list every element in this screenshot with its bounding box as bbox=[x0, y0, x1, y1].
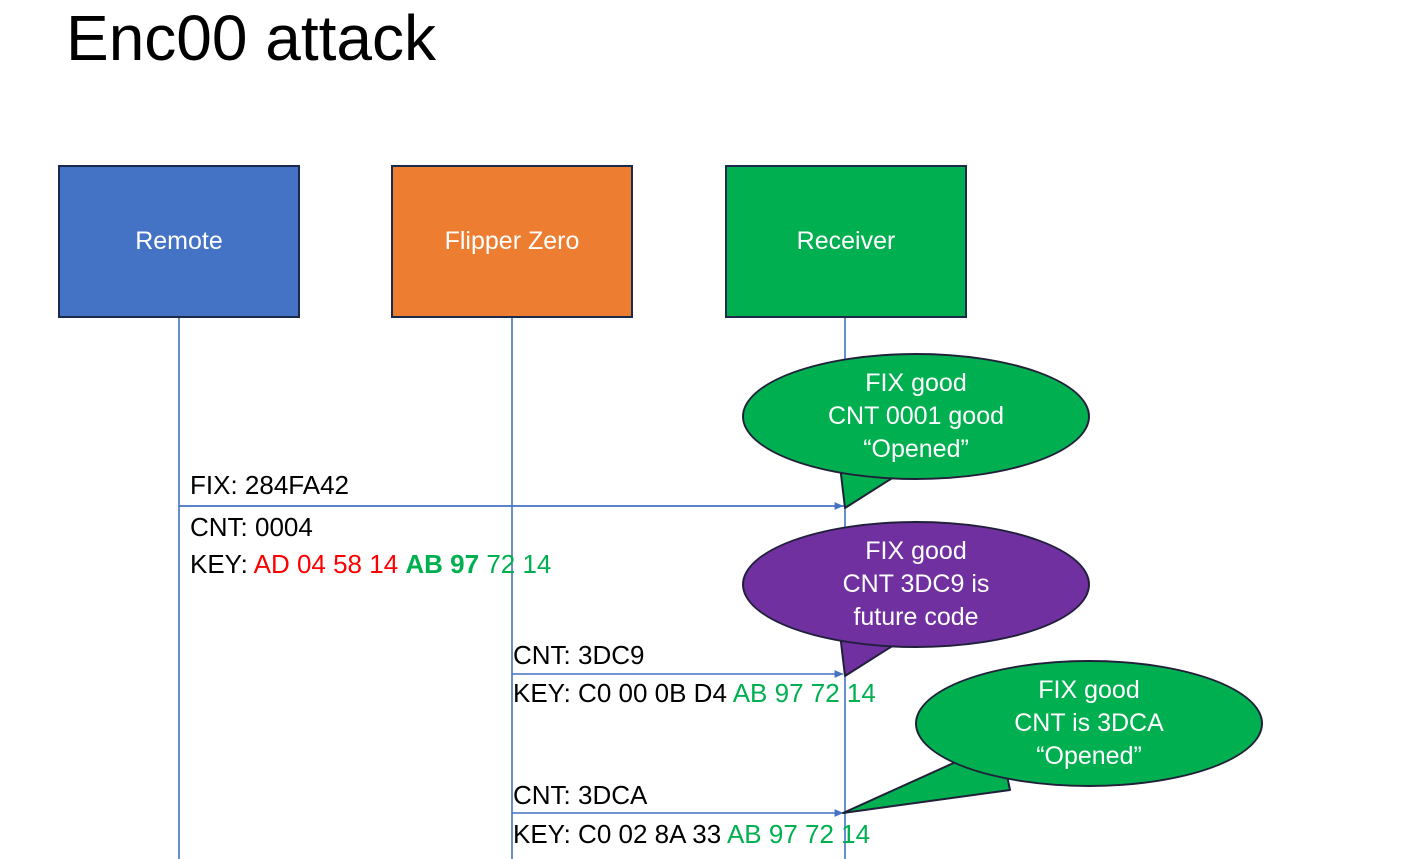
message-1-key-red-bytes: AD 04 58 14 bbox=[253, 549, 399, 579]
bubble-3-line-1: FIX good bbox=[1038, 676, 1140, 704]
message-2-key-green-bytes: AB 97 72 14 bbox=[732, 678, 876, 708]
message-2-key-prefix: KEY: C0 00 0B D4 bbox=[513, 678, 733, 708]
message-1-key-green-bold-bytes: AB 97 bbox=[405, 549, 480, 579]
message-1-key-prefix: KEY: bbox=[190, 549, 254, 579]
message-2-cnt-label: CNT: 3DC9 bbox=[513, 640, 645, 670]
bubble-3-line-2: CNT is 3DCA bbox=[1014, 709, 1164, 737]
message-3-key-prefix: KEY: C0 02 8A 33 bbox=[513, 819, 727, 849]
message-3-cnt-label: CNT: 3DCA bbox=[513, 780, 648, 810]
actor-box-remote[interactable]: Remote bbox=[58, 165, 300, 318]
bubble-2-line-2: CNT 3DC9 is bbox=[842, 570, 990, 598]
message-1-fix-label: FIX: 284FA42 bbox=[190, 470, 349, 500]
actor-label-flipper-zero: Flipper Zero bbox=[444, 227, 580, 255]
bubble-3-line-3: “Opened” bbox=[1036, 742, 1142, 770]
page-title: Enc00 attack bbox=[66, 2, 436, 74]
bubble-2-line-3: future code bbox=[853, 603, 979, 631]
speech-bubble-receiver-future-code: FIX good CNT 3DC9 is future code bbox=[742, 521, 1090, 648]
actor-box-flipper-zero[interactable]: Flipper Zero bbox=[391, 165, 633, 318]
bubble-2-line-1: FIX good bbox=[865, 537, 967, 565]
bubble-1-line-3: “Opened” bbox=[863, 435, 969, 463]
actor-box-receiver[interactable]: Receiver bbox=[725, 165, 967, 318]
message-3-key-label: KEY: C0 02 8A 33 AB 97 72 14 bbox=[513, 819, 870, 850]
bubble-1-line-1: FIX good bbox=[865, 369, 967, 397]
actor-label-receiver: Receiver bbox=[796, 227, 896, 255]
speech-bubble-receiver-accepts-replay: FIX good CNT is 3DCA “Opened” bbox=[915, 660, 1263, 787]
bubble-1-line-2: CNT 0001 good bbox=[827, 402, 1005, 430]
message-3-key-green-bytes: AB 97 72 14 bbox=[726, 819, 871, 849]
message-1-cnt-label: CNT: 0004 bbox=[190, 512, 313, 542]
message-1-key-green-bytes: 72 14 bbox=[479, 549, 552, 579]
speech-bubble-receiver-accepts-original: FIX good CNT 0001 good “Opened” bbox=[742, 353, 1090, 480]
actor-label-remote: Remote bbox=[135, 227, 223, 255]
message-1-key-label: KEY: AD 04 58 14 AB 97 72 14 bbox=[190, 549, 551, 580]
message-2-key-label: KEY: C0 00 0B D4 AB 97 72 14 bbox=[513, 678, 876, 709]
